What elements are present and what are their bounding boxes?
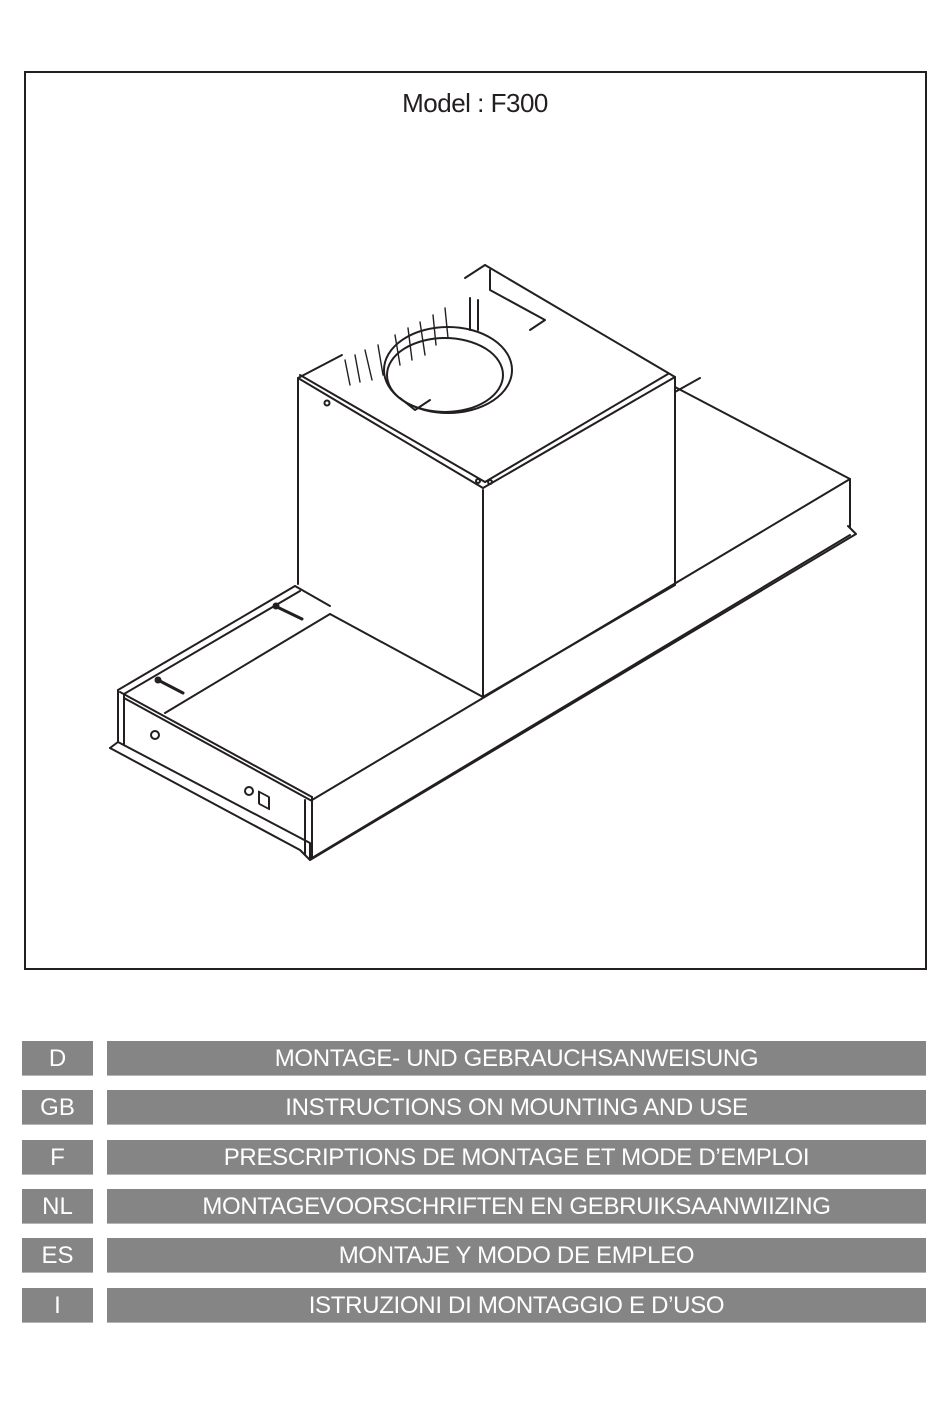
language-code: F: [22, 1140, 93, 1175]
language-title: MONTAGEVOORSCHRIFTEN EN GEBRUIKSAANWIIZI…: [107, 1189, 926, 1224]
language-code: ES: [22, 1238, 93, 1273]
language-title: MONTAGE- UND GEBRAUCHSANWEISUNG: [107, 1041, 926, 1076]
model-title: Model : F300: [402, 88, 548, 118]
language-row-es: ES MONTAJE Y MODO DE EMPLEO: [0, 1238, 950, 1273]
language-row-f: F PRESCRIPTIONS DE MONTAGE ET MODE D’EMP…: [0, 1140, 950, 1175]
language-row-nl: NL MONTAGEVOORSCHRIFTEN EN GEBRUIKSAANWI…: [0, 1189, 950, 1224]
language-title: INSTRUCTIONS ON MOUNTING AND USE: [107, 1090, 926, 1125]
language-code: NL: [22, 1189, 93, 1224]
language-code: GB: [22, 1090, 93, 1125]
language-code: D: [22, 1041, 93, 1076]
language-row-gb: GB INSTRUCTIONS ON MOUNTING AND USE: [0, 1090, 950, 1125]
language-title: MONTAJE Y MODO DE EMPLEO: [107, 1238, 926, 1273]
language-title: PRESCRIPTIONS DE MONTAGE ET MODE D’EMPLO…: [107, 1140, 926, 1175]
language-code: I: [22, 1288, 93, 1323]
cover-frame: [24, 71, 927, 970]
language-row-i: I ISTRUZIONI DI MONTAGGIO E D’USO: [0, 1288, 950, 1323]
range-hood-illustration: [109, 264, 857, 861]
language-row-d: D MONTAGE- UND GEBRAUCHSANWEISUNG: [0, 1041, 950, 1076]
language-title: ISTRUZIONI DI MONTAGGIO E D’USO: [107, 1288, 926, 1323]
